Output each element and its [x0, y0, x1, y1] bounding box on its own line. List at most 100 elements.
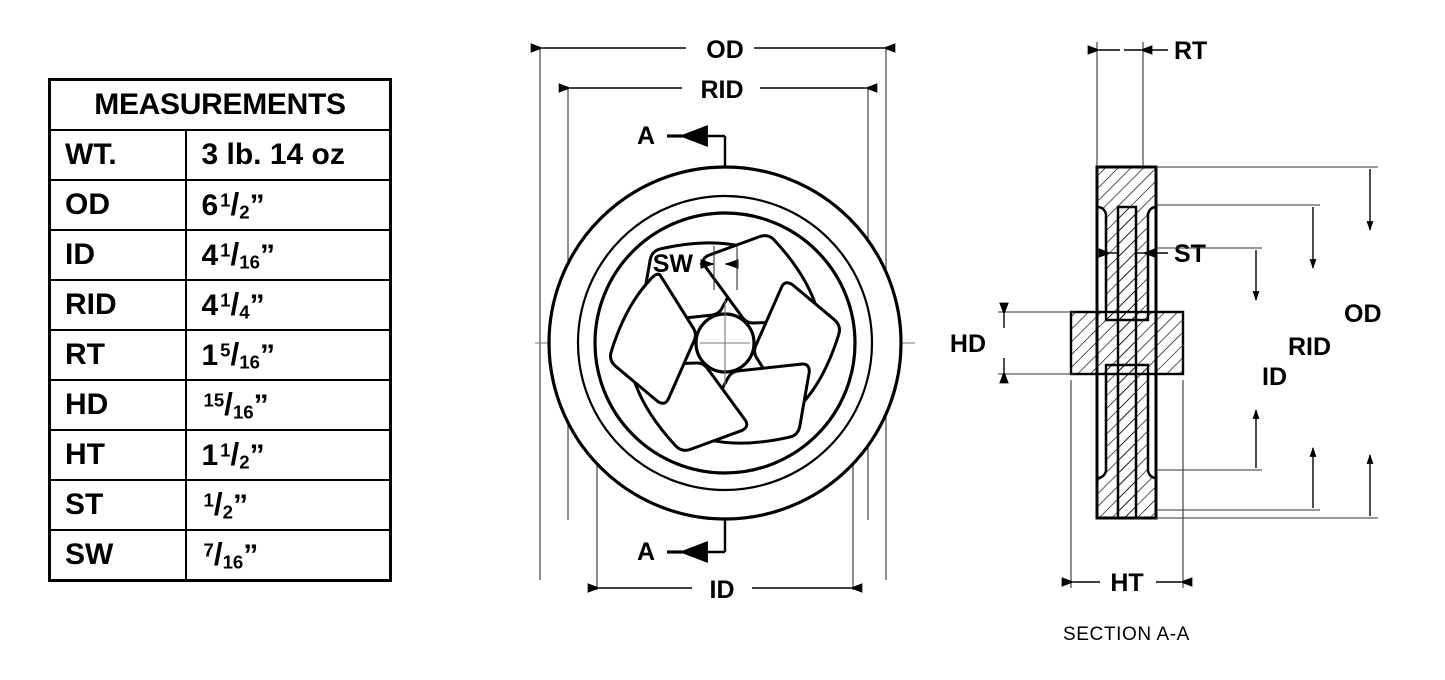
fraction-st: 1/2”: [201, 485, 248, 522]
fraction-numerator: 1: [220, 439, 231, 461]
front-dim-sw-label: SW: [653, 250, 694, 278]
table-row-title: MEASUREMENTS: [48, 78, 392, 131]
fraction-numerator: 1: [203, 489, 214, 511]
section-dim-rt-label: RT: [1174, 37, 1207, 65]
table-title: MEASUREMENTS: [48, 78, 392, 131]
table-row: WT. 3 lb. 14 oz: [48, 129, 392, 181]
fraction-hd: 15/16”: [201, 385, 269, 422]
fraction-whole: 1: [201, 338, 219, 372]
table-row: ST 1/2”: [48, 479, 392, 531]
row-label-sw: SW: [48, 529, 188, 582]
section-dim-id-label: ID: [1262, 363, 1287, 391]
section-hub-block: [1069, 310, 1185, 376]
section-cavity-outlines: [1104, 210, 1150, 512]
front-view: OD RID ID A A: [530, 36, 915, 604]
section-dim-st-label: ST: [1174, 240, 1206, 268]
fraction-numerator: 5: [220, 339, 231, 361]
fraction-denominator: 16: [222, 550, 244, 572]
front-dim-id-label: ID: [710, 576, 735, 604]
row-label-ht: HT: [48, 429, 188, 481]
front-dim-rid: RID: [558, 76, 878, 104]
front-dim-id: ID: [587, 576, 863, 604]
fraction-slash: /: [230, 235, 240, 272]
fraction-whole: 1: [201, 438, 219, 472]
section-dim-rid-label: RID: [1288, 333, 1331, 361]
section-dim-od-label: OD: [1344, 300, 1382, 328]
fraction-denominator: 4: [239, 300, 250, 322]
fraction-numerator: 1: [220, 189, 231, 211]
front-dim-od: OD: [530, 36, 896, 64]
front-dim-sw: SW: [653, 246, 739, 290]
fraction-denominator: 16: [232, 400, 254, 422]
section-dim-hd-label: HD: [950, 330, 986, 358]
row-value-sw: 7/16”: [185, 529, 392, 582]
section-dim-st: ST: [1098, 240, 1206, 268]
fraction-denominator: 16: [239, 250, 260, 272]
inch-mark: ”: [249, 288, 265, 322]
row-label-od: OD: [48, 179, 188, 231]
wheel-spoke-openings: [609, 234, 841, 452]
fraction-numerator: 15: [203, 389, 225, 411]
row-label-hd: HD: [48, 379, 188, 431]
fraction-slash: /: [230, 435, 240, 472]
inch-mark: ”: [243, 538, 259, 572]
fraction-slash: /: [230, 335, 240, 372]
row-value-st: 1/2”: [185, 479, 392, 531]
row-label-rt: RT: [48, 329, 188, 381]
section-view: RT: [950, 37, 1382, 645]
fraction-slash: /: [224, 385, 233, 422]
row-value-hd: 15/16”: [185, 379, 392, 431]
section-dim-ht: HT: [1061, 380, 1193, 597]
row-label-st: ST: [48, 479, 188, 531]
fraction-sw: 7/16”: [201, 538, 259, 572]
fraction-denominator: 2: [239, 200, 250, 222]
wheel-section-profile: [1069, 165, 1185, 520]
section-dim-hd: HD: [950, 302, 1075, 384]
section-dim-id: ID: [1156, 247, 1287, 471]
fraction-denominator: 2: [239, 450, 250, 472]
table-row: SW 7/16”: [48, 529, 392, 582]
fraction-numerator: 1: [220, 239, 231, 261]
table-row: HD 15/16”: [48, 379, 392, 431]
section-mark-a-bottom: A: [637, 538, 655, 566]
inch-mark: ”: [249, 438, 265, 472]
section-dim-rid: RID: [1156, 204, 1331, 511]
section-mark-a-top: A: [637, 122, 655, 150]
fraction-whole: 6: [201, 188, 219, 222]
fraction-slash: /: [230, 285, 240, 322]
inch-mark: ”: [249, 188, 265, 222]
section-dim-od: OD: [1156, 166, 1382, 519]
inch-mark: ”: [232, 488, 248, 522]
fraction-slash: /: [213, 485, 223, 522]
fraction-numerator: 1: [220, 289, 231, 311]
fraction-numerator: 7: [203, 539, 214, 561]
inch-mark: ”: [259, 338, 275, 372]
fraction-denominator: 2: [222, 500, 233, 522]
row-value-wt: 3 lb. 14 oz: [185, 129, 392, 181]
row-label-id: ID: [48, 229, 188, 281]
front-dim-od-label: OD: [706, 36, 744, 64]
fraction-whole: 4: [201, 288, 219, 322]
row-label-rid: RID: [48, 279, 188, 331]
section-dim-ht-label: HT: [1110, 569, 1143, 597]
inch-mark: ”: [253, 388, 269, 422]
section-dim-rt: RT: [1087, 37, 1207, 168]
wheel-front-profile: [547, 165, 903, 521]
fraction-whole: 4: [201, 238, 219, 272]
